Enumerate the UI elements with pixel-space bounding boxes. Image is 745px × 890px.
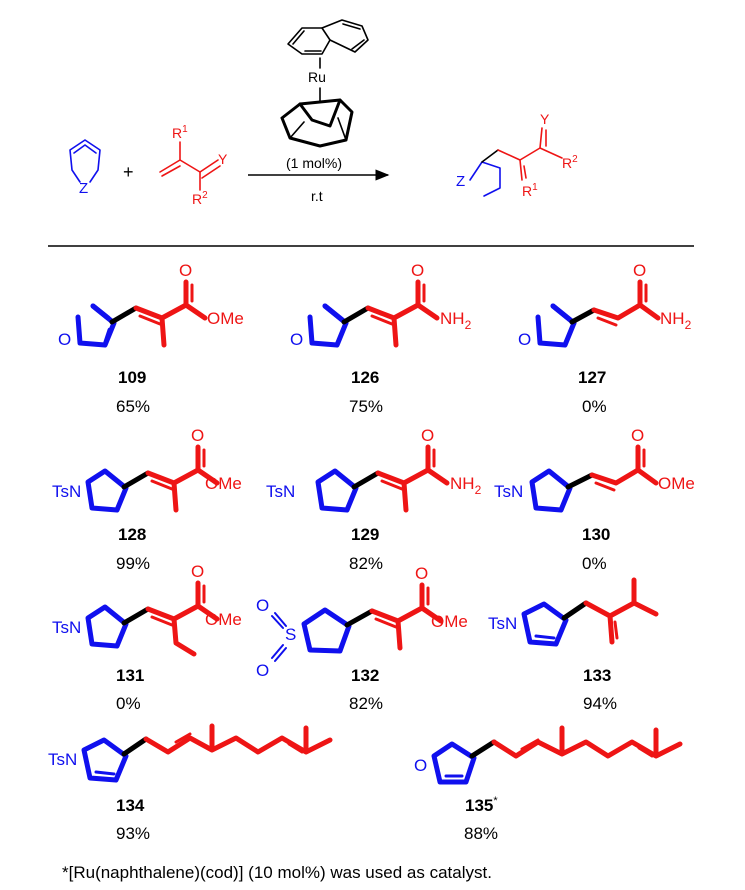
compound-yield: 0% [582,554,607,573]
svg-text:O: O [415,564,428,583]
catalyst-loading: (1 mol%) [286,155,342,171]
svg-text:TsN: TsN [266,482,295,501]
plus-sign: + [123,162,134,182]
product-general: Z Y R2 R1 [456,111,578,199]
compound-yield: 75% [349,397,383,416]
compound-yield: 88% [464,824,498,843]
svg-text:OMe: OMe [431,612,468,631]
compound-id: 135* [465,795,498,815]
compound-127: O O NH2 127 0% [518,261,692,416]
svg-text:O: O [256,661,269,680]
compound-135: O 135* 88% [414,725,683,843]
compound-id: 134 [116,796,145,815]
compound-id: 132 [351,666,379,685]
svg-text:TsN: TsN [52,618,81,637]
compound-yield: 82% [349,694,383,713]
product-r2: R2 [562,154,578,171]
compound-id: 131 [116,666,144,685]
svg-text:O: O [411,261,424,280]
compound-id: 128 [118,525,146,544]
catalyst-structure: Ru [280,19,369,148]
compound-133: TsN 133 94% [488,577,659,713]
svg-text:O: O [414,756,427,775]
svg-text:O: O [191,562,204,581]
svg-text:NH2: NH2 [660,309,692,332]
svg-text:OMe: OMe [205,474,242,493]
compound-yield: 0% [582,397,607,416]
compound-130: TsN O OMe 130 0% [494,426,695,573]
diene-y: Y [218,151,228,167]
compound-yield: 94% [583,694,617,713]
svg-text:NH2: NH2 [450,474,482,497]
reactant-heteroatom: Z [79,180,88,197]
svg-text:OMe: OMe [207,309,244,328]
compound-id: 133 [583,666,611,685]
svg-text:O: O [191,426,204,445]
reactant-cyclopentene: Z [69,139,101,197]
product-heteroatom: Z [456,173,465,190]
compound-134: TsN 134 93% [48,723,333,843]
product-r1: R1 [522,182,538,199]
compound-yield: 99% [116,554,150,573]
compound-131: TsN O OMe 131 0% [52,562,242,713]
reaction-conditions: r.t [311,188,323,204]
compound-id: 129 [351,525,379,544]
compound-128: TsN O OMe 128 99% [52,426,242,573]
diene-r2: R2 [192,190,208,207]
svg-text:O: O [256,596,269,615]
svg-text:OMe: OMe [205,610,242,629]
compound-yield: 93% [116,824,150,843]
compound-id: 127 [578,368,606,387]
svg-text:TsN: TsN [48,750,77,769]
footnote: *[Ru(naphthalene)(cod)] (10 mol%) was us… [62,863,492,882]
naphthalene-ligand [287,19,369,55]
svg-text:O: O [631,426,644,445]
svg-text:O: O [421,426,434,445]
svg-text:O: O [290,330,303,349]
compound-yield: 65% [116,397,150,416]
svg-text:S: S [285,625,296,644]
compound-id: 126 [351,368,379,387]
diene-r1: R1 [172,124,188,141]
reactant-diene: R1 Y R2 [159,124,228,207]
svg-text:NH2: NH2 [440,309,472,332]
cod-ligand [280,98,354,148]
compound-id: 130 [582,525,610,544]
svg-text:OMe: OMe [658,474,695,493]
svg-text:O: O [633,261,646,280]
svg-text:O: O [179,261,192,280]
compound-id: 109 [118,368,146,387]
compound-129: TsN O NH2 129 82% [266,426,482,573]
compound-132: S O O O OMe 132 82% [256,564,468,713]
compound-109: O O OMe 109 65% [58,261,244,416]
svg-text:TsN: TsN [52,482,81,501]
compound-yield: 0% [116,694,141,713]
svg-text:TsN: TsN [494,482,523,501]
ruthenium-label: Ru [308,69,326,85]
svg-text:O: O [518,330,531,349]
compound-yield: 82% [349,554,383,573]
svg-text:TsN: TsN [488,614,517,633]
product-y: Y [540,111,550,127]
svg-text:O: O [58,330,71,349]
compound-126: O O NH2 126 75% [290,261,472,416]
